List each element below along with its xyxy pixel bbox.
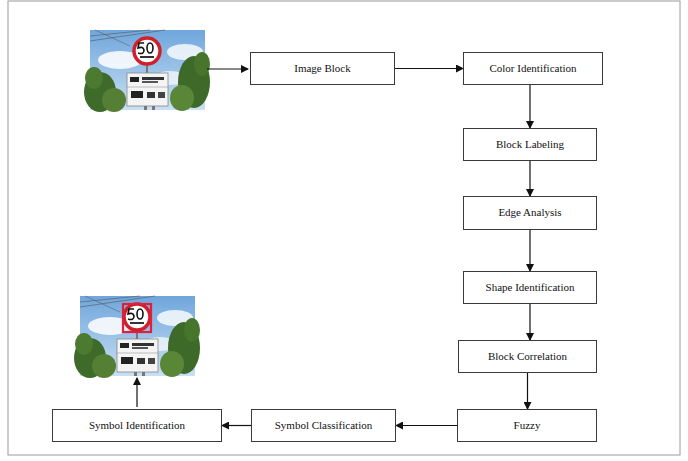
flow-arrow bbox=[396, 425, 457, 426]
box-label: Symbol Identification bbox=[89, 419, 185, 432]
process-box: Fuzzy bbox=[457, 409, 597, 442]
box-label: Shape Identification bbox=[486, 281, 575, 294]
flow-arrow bbox=[529, 230, 530, 271]
box-label: Block Labeling bbox=[496, 138, 564, 151]
process-box: Shape Identification bbox=[463, 271, 597, 304]
input-photo bbox=[84, 30, 210, 112]
box-label: Symbol Classification bbox=[275, 419, 372, 432]
process-box: Block Labeling bbox=[463, 128, 597, 161]
flow-arrow bbox=[529, 85, 530, 128]
box-label: Image Block bbox=[294, 62, 351, 75]
output-photo bbox=[74, 296, 200, 378]
flow-arrow bbox=[527, 373, 528, 409]
box-label: Block Correlation bbox=[488, 350, 567, 363]
flow-arrow bbox=[529, 161, 530, 196]
process-box: Edge Analysis bbox=[463, 196, 597, 230]
process-box: Symbol Classification bbox=[251, 409, 396, 442]
flow-arrow bbox=[529, 304, 530, 340]
process-box: Block Correlation bbox=[458, 340, 597, 373]
process-box: Image Block bbox=[250, 52, 395, 85]
process-box: Color Identification bbox=[463, 52, 603, 85]
frame-border bbox=[8, 1, 680, 455]
flow-arrow bbox=[395, 68, 463, 69]
box-label: Edge Analysis bbox=[498, 206, 561, 219]
flow-arrow bbox=[222, 425, 251, 426]
process-box: Symbol Identification bbox=[52, 409, 222, 442]
box-label: Fuzzy bbox=[514, 419, 541, 432]
box-label: Color Identification bbox=[489, 62, 576, 75]
input-arrow bbox=[207, 68, 248, 69]
output-arrow bbox=[136, 378, 137, 407]
